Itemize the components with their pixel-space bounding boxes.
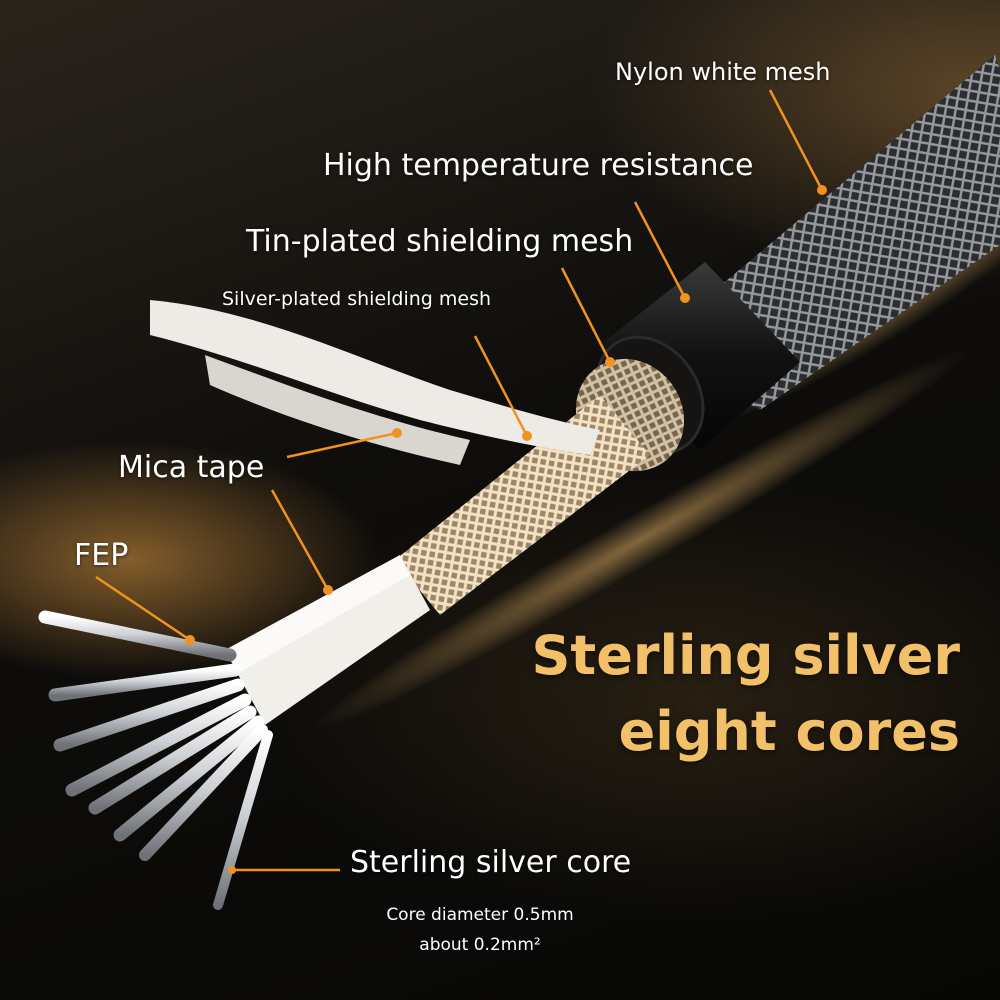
silver-core-wire xyxy=(48,663,242,702)
headline: Sterling silver eight cores xyxy=(500,618,961,770)
label-tin-plated-shielding-mesh: Tin-plated shielding mesh xyxy=(246,224,634,259)
leader-mica-tape xyxy=(286,431,398,459)
mica-tape-ribbon xyxy=(150,300,600,455)
leader-fep-wrap xyxy=(270,489,330,591)
silver-core-wire xyxy=(65,693,252,797)
leader-tin-plated xyxy=(560,267,612,363)
leader-high-temp xyxy=(633,201,687,299)
silver-core-wire xyxy=(213,730,273,910)
label-nylon-white-mesh: Nylon white mesh xyxy=(615,58,831,86)
mica-tape-ribbon xyxy=(205,355,470,465)
silver-cores xyxy=(38,610,273,910)
label-high-temperature-resistance: High temperature resistance xyxy=(323,148,754,183)
silver-core-wire xyxy=(113,715,265,842)
core-spec: Core diameter 0.5mm about 0.2mm² xyxy=(355,900,605,960)
leader-fep xyxy=(95,575,191,642)
silver-core-wire xyxy=(53,678,245,752)
headline-line-2: eight cores xyxy=(618,700,960,763)
label-silver-plated-shielding-mesh: Silver-plated shielding mesh xyxy=(222,288,492,310)
callout-dots xyxy=(185,185,827,874)
label-mica-tape: Mica tape xyxy=(118,450,265,485)
label-fep: FEP xyxy=(74,538,129,573)
glow-streak xyxy=(310,348,970,732)
core-diameter-text: Core diameter 0.5mm xyxy=(386,905,574,925)
label-sterling-silver-core: Sterling silver core xyxy=(350,845,632,880)
fep-wrap xyxy=(225,555,430,725)
leader-nylon-mesh xyxy=(768,89,824,191)
headline-line-1: Sterling silver xyxy=(531,624,961,687)
callout-leaders xyxy=(95,89,824,872)
silver-core-wire xyxy=(38,610,237,662)
silver-core-wire xyxy=(88,705,257,815)
leader-silver-plated xyxy=(473,335,529,437)
cross-section-text: about 0.2mm² xyxy=(419,935,541,955)
high-temp-jacket xyxy=(600,262,800,450)
silver-core-wire xyxy=(139,724,268,861)
